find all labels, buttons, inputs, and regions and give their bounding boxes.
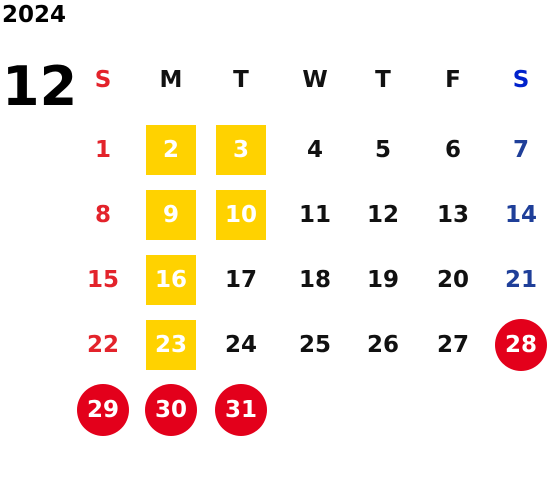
day-cell[interactable]: 7 [512, 137, 529, 163]
day-cell[interactable]: 4 [306, 137, 323, 163]
day-cell[interactable]: 26 [366, 332, 399, 358]
weekday-header: T [233, 67, 249, 93]
day-cell[interactable]: 13 [436, 202, 469, 228]
day-cell[interactable]: 30 [145, 384, 197, 436]
day-cell[interactable]: 8 [94, 202, 111, 228]
month-number: 12 [2, 55, 78, 118]
day-cell[interactable]: 5 [374, 137, 391, 163]
day-cell[interactable]: 16 [146, 255, 196, 305]
weekday-header: W [302, 67, 328, 93]
day-cell[interactable]: 10 [216, 190, 266, 240]
day-cell[interactable]: 18 [298, 267, 331, 293]
day-cell[interactable]: 19 [366, 267, 399, 293]
day-cell[interactable]: 28 [495, 319, 547, 371]
day-cell[interactable]: 27 [436, 332, 469, 358]
year-label: 2024 [2, 2, 67, 28]
day-cell[interactable]: 15 [86, 267, 119, 293]
day-cell[interactable]: 12 [366, 202, 399, 228]
day-cell[interactable]: 22 [86, 332, 119, 358]
day-cell[interactable]: 3 [216, 125, 266, 175]
day-cell[interactable]: 24 [224, 332, 257, 358]
day-cell[interactable]: 17 [224, 267, 257, 293]
weekday-header: S [512, 67, 530, 93]
day-cell[interactable]: 23 [146, 320, 196, 370]
weekday-header: S [94, 67, 112, 93]
day-cell[interactable]: 6 [444, 137, 461, 163]
day-cell[interactable]: 9 [146, 190, 196, 240]
weekday-header: M [159, 67, 183, 93]
weekday-header: T [375, 67, 391, 93]
day-cell[interactable]: 21 [504, 267, 537, 293]
day-cell[interactable]: 2 [146, 125, 196, 175]
day-cell[interactable]: 14 [504, 202, 537, 228]
day-cell[interactable]: 20 [436, 267, 469, 293]
day-cell[interactable]: 29 [77, 384, 129, 436]
day-cell[interactable]: 1 [94, 137, 111, 163]
weekday-header: F [445, 67, 461, 93]
day-cell[interactable]: 11 [298, 202, 331, 228]
day-cell[interactable]: 25 [298, 332, 331, 358]
day-cell[interactable]: 31 [215, 384, 267, 436]
